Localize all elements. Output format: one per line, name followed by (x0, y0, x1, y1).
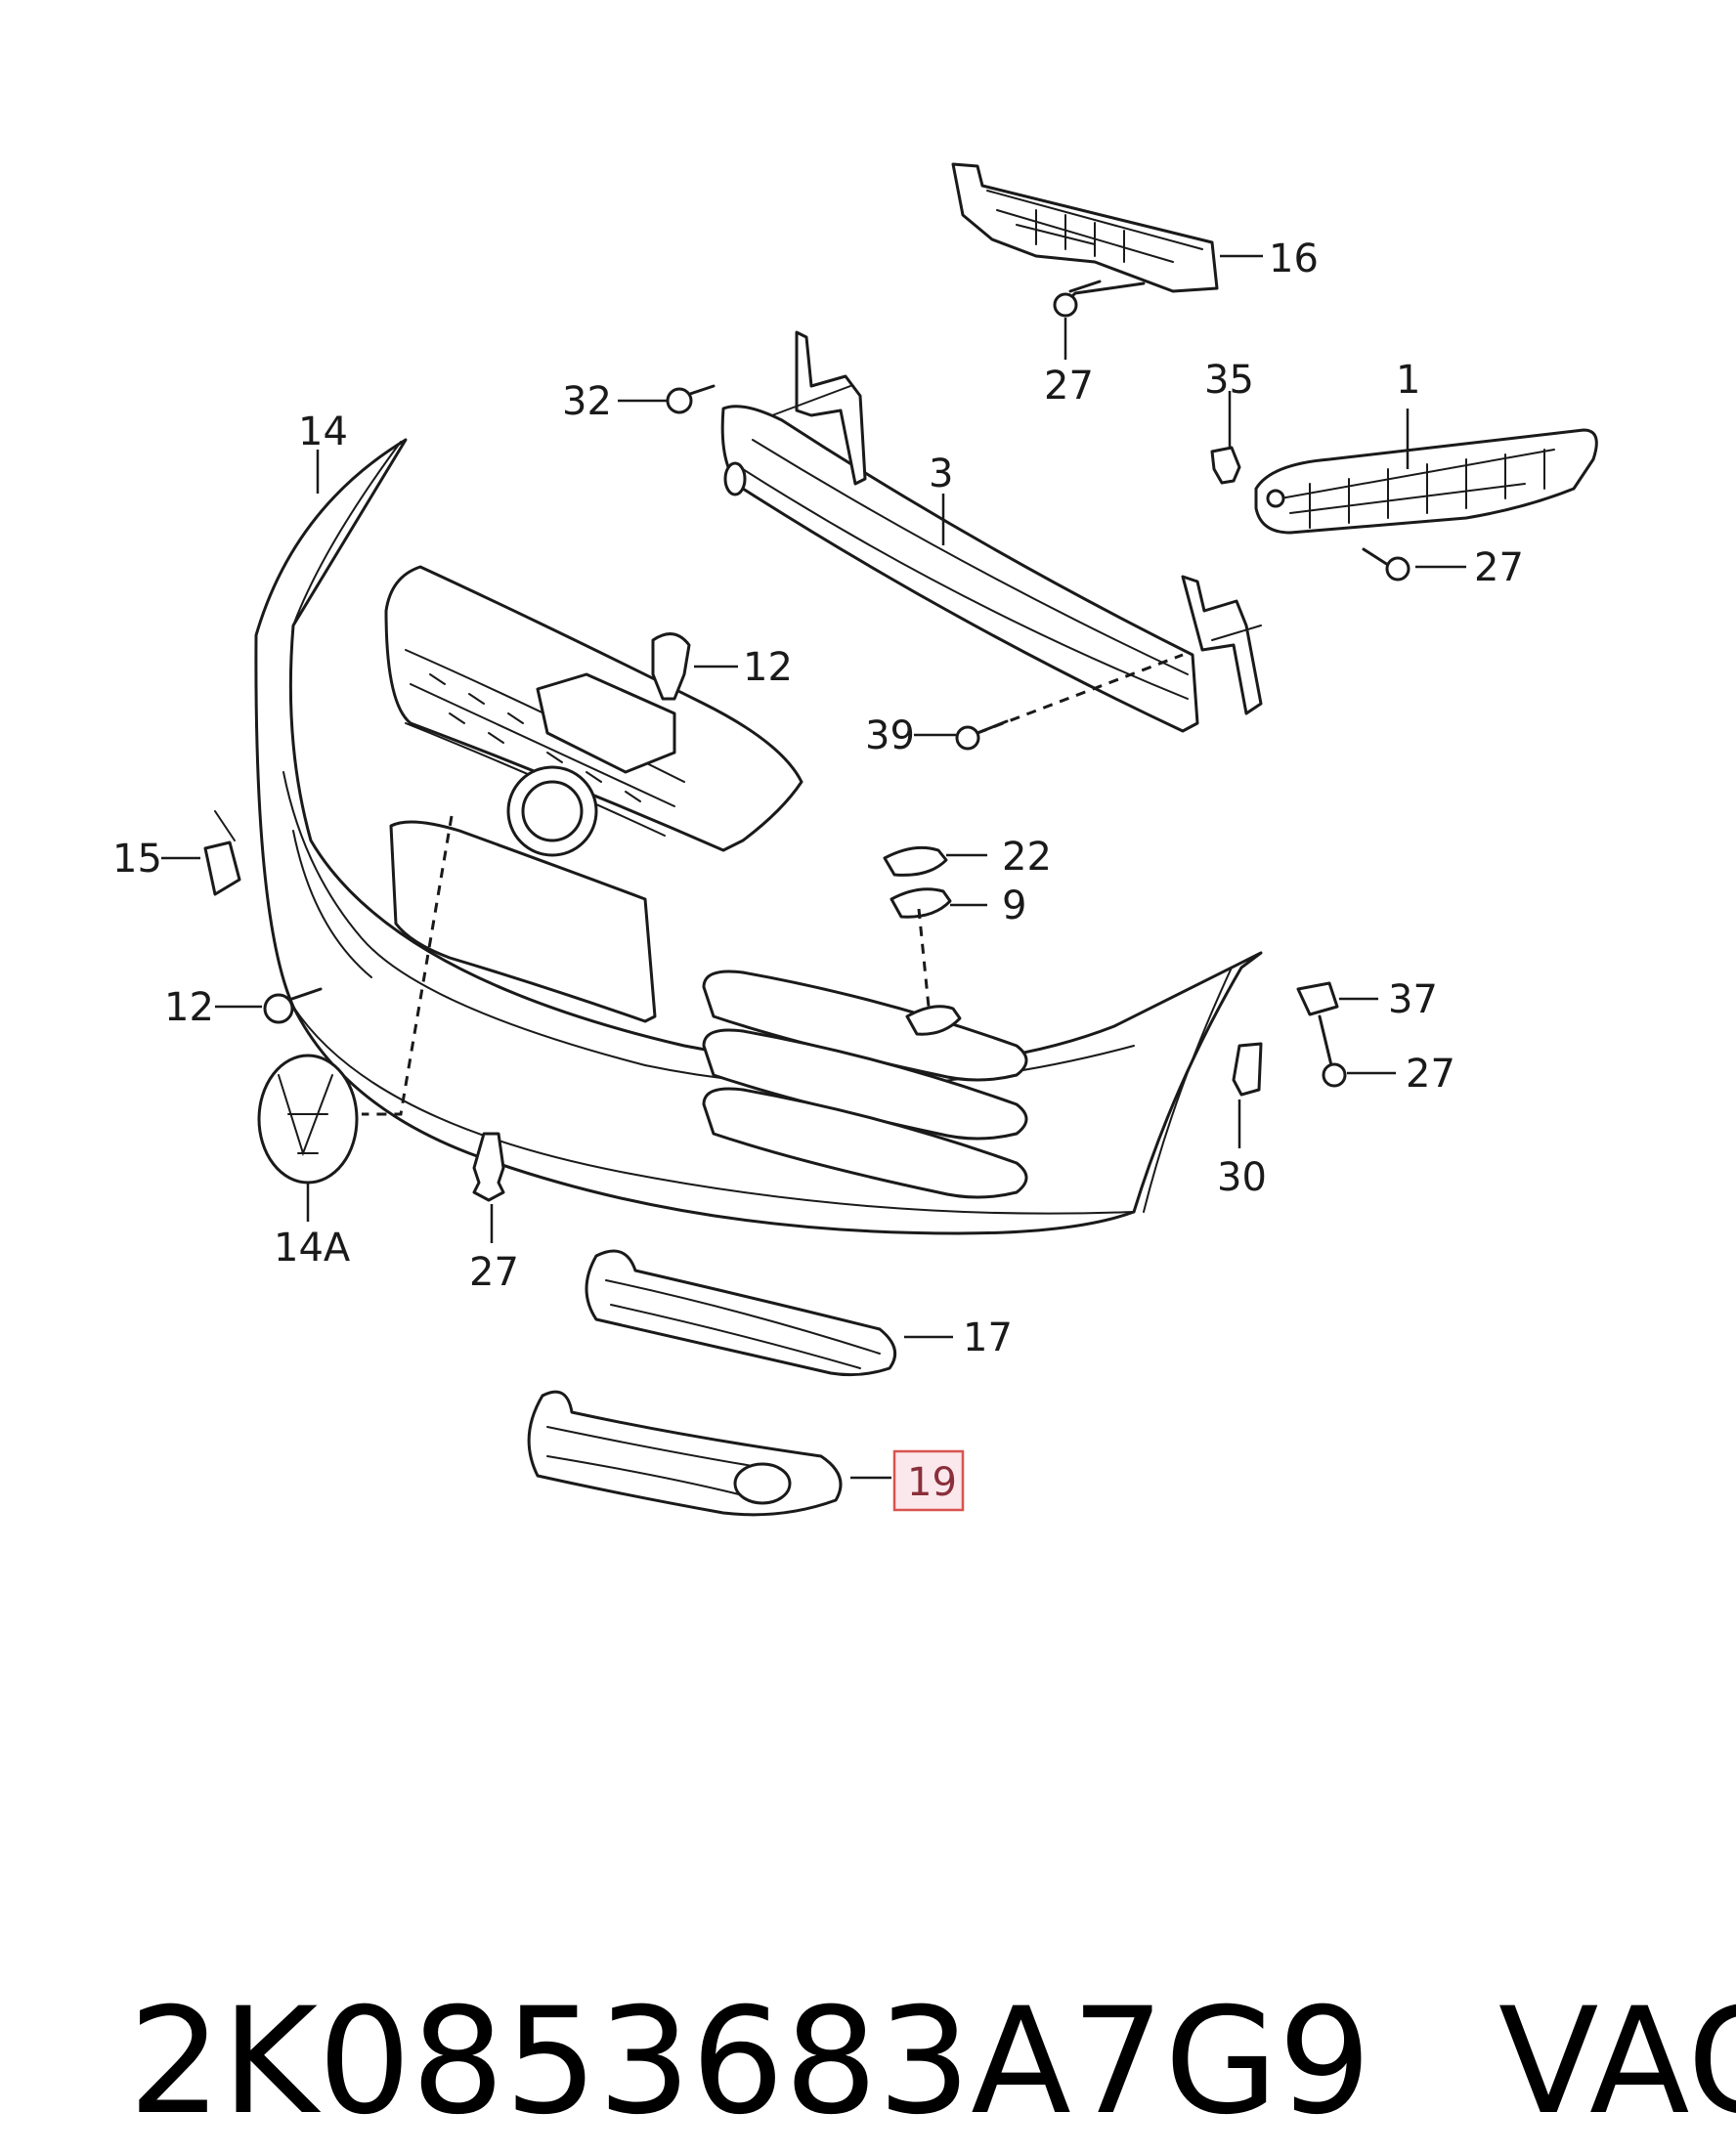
part-19-fog-grille (527, 1390, 891, 1517)
screw-27-top (1053, 280, 1102, 360)
callout-3: 3 (929, 452, 953, 496)
part-number: 2K0853683A7G9 (128, 1977, 1371, 2147)
callout-27-lower: 27 (469, 1250, 519, 1295)
callout-30: 30 (1217, 1155, 1267, 1200)
callout-39: 39 (865, 713, 915, 758)
screw-27-right-upper (1362, 547, 1410, 582)
screw-39 (955, 653, 1184, 751)
callout-32: 32 (562, 379, 612, 424)
screw-12-upper (651, 632, 691, 701)
part-3-reinforcement (720, 330, 1263, 733)
highlight-box (892, 1449, 965, 1512)
callout-27-top: 27 (1044, 364, 1094, 409)
screw-27-right-lower (1318, 1014, 1347, 1088)
parts-diagram: 16 27 35 1 32 3 14 27 12 39 15 22 9 12 3… (112, 162, 1598, 1517)
part-14-bumper-cover (254, 438, 1263, 1235)
brand: VAG (1497, 1977, 1736, 2147)
callout-14: 14 (298, 409, 348, 454)
callout-17: 17 (963, 1315, 1013, 1360)
callout-35: 35 (1204, 358, 1254, 403)
part-17-grille-insert (585, 1249, 953, 1377)
leader-lines (161, 254, 1466, 1075)
callout-9: 9 (1002, 884, 1026, 928)
callout-27-right-upper: 27 (1474, 545, 1524, 590)
callout-16: 16 (1269, 237, 1319, 281)
screw-12-lower (263, 987, 323, 1024)
clip-15 (203, 810, 241, 896)
clip-30 (1232, 1042, 1263, 1148)
callout-12-upper: 12 (743, 645, 793, 690)
callout-14a: 14A (274, 1226, 351, 1271)
part-16-bracket (951, 162, 1219, 305)
screw-27-lower (472, 1132, 505, 1243)
clip-37 (1296, 981, 1339, 1016)
callout-27-right-lower: 27 (1406, 1052, 1455, 1097)
callout-15: 15 (112, 837, 162, 882)
callout-22: 22 (1002, 835, 1052, 880)
footer-caption: 2K0853683A7G9 VAG (35, 1784, 1736, 2147)
callout-1: 1 (1396, 358, 1420, 403)
callout-19-highlight: 19 (892, 1449, 965, 1512)
callout-12-lower: 12 (164, 985, 214, 1030)
screw-32 (666, 384, 716, 414)
callout-19: 19 (907, 1460, 957, 1505)
clip-35 (1210, 410, 1241, 485)
part-1-side-bracket (1254, 428, 1598, 535)
callouts: 16 27 35 1 32 3 14 27 12 39 15 22 9 12 3… (112, 237, 1524, 1360)
badge-14a (257, 815, 454, 1222)
callout-37: 37 (1388, 977, 1438, 1022)
